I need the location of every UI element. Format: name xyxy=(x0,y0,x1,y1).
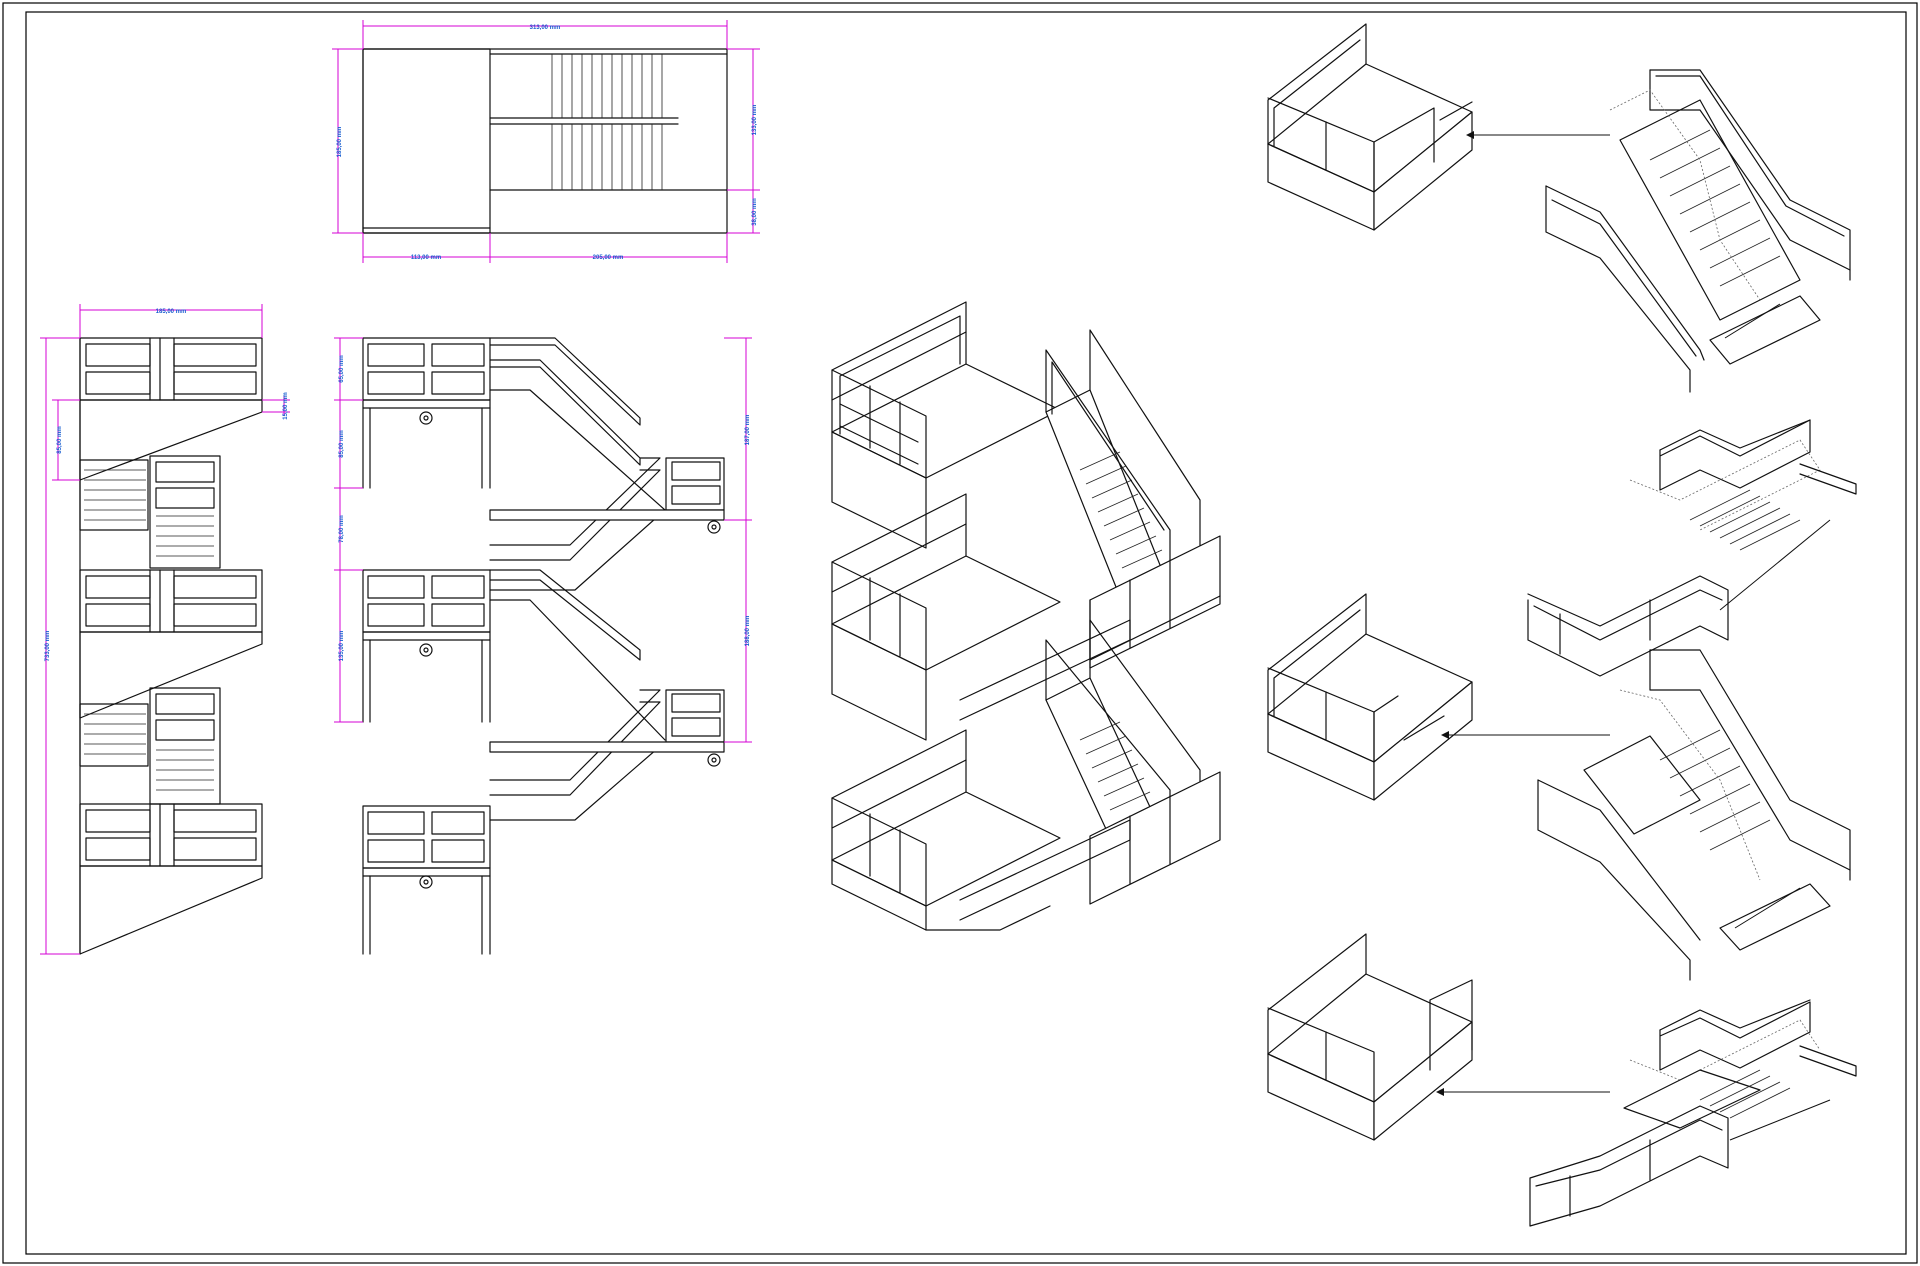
isometric-assembly xyxy=(831,301,1221,931)
front-dim-right-1: 187,00 mm xyxy=(745,415,751,446)
plan-dim-bottom-right: 205,00 mm xyxy=(593,255,624,261)
front-dim-left-1: 65,00 mm xyxy=(339,355,345,382)
plan-dim-bottom-left: 113,00 mm xyxy=(411,255,441,261)
side-dim-inner: 85,00 mm xyxy=(57,426,63,453)
plan-dim-right-upper: 133,00 mm xyxy=(752,105,758,136)
side-dim-top: 185,00 mm xyxy=(156,309,187,315)
front-elevation: 65,00 mm 85,00 mm 78,00 mm 135,00 mm 187… xyxy=(334,337,752,955)
front-dim-left-3: 78,00 mm xyxy=(339,515,345,542)
front-dim-right-2: 188,00 mm xyxy=(745,616,751,647)
plan-view: 313,00 mm 185,00 mm 133,00 mm 38,00 mm 1… xyxy=(332,20,760,263)
front-dim-left-4: 135,00 mm xyxy=(339,631,345,662)
plan-dim-left: 185,00 mm xyxy=(337,127,343,158)
exploded-view-4 xyxy=(1267,933,1857,1227)
plan-treads-upper xyxy=(551,54,663,118)
side-dim-small: 15,00 mm xyxy=(283,392,289,419)
inner-border xyxy=(25,11,1907,1255)
exploded-view-3 xyxy=(1267,593,1851,981)
exploded-view-2 xyxy=(1527,419,1857,677)
plan-dim-top: 313,00 mm xyxy=(530,25,561,31)
plan-treads-lower xyxy=(551,124,663,190)
side-elevation: 185,00 mm 15,00 mm 85,00 mm 733,00 mm xyxy=(40,304,290,955)
exploded-view-1 xyxy=(1267,23,1851,393)
side-dim-total: 733,00 mm xyxy=(45,631,51,662)
plan-dim-right-lower: 38,00 mm xyxy=(752,198,758,225)
front-dim-left-2: 85,00 mm xyxy=(339,430,345,457)
